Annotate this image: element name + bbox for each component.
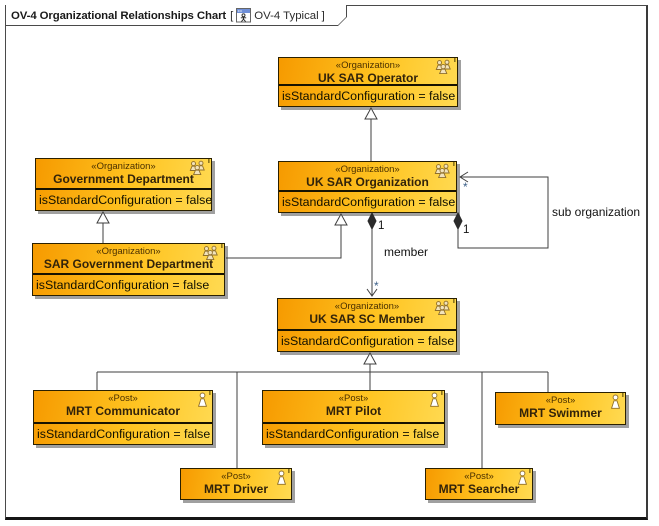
stereotype-label: «Organization»	[335, 164, 400, 175]
diagram-title-text: OV-4 Organizational Relationships Chart …	[11, 5, 351, 26]
icon-type-badge: T	[451, 162, 456, 168]
person-icon: T	[196, 391, 212, 412]
stereotype-label: «Post»	[545, 395, 576, 406]
node-header: «Organization» UK SAR SC Member T	[278, 299, 456, 329]
attribute-label: isStandardConfiguration = false	[278, 329, 456, 351]
diagram-title: OV-4 Organizational Relationships Chart	[11, 9, 227, 22]
node-header: «Organization» Government Department T	[36, 159, 211, 188]
member-part-multiplicity[interactable]: *	[374, 279, 379, 293]
node-header: «Post» MRT Communicator T	[34, 391, 212, 422]
attribute-label: isStandardConfiguration = false	[36, 188, 211, 210]
icon-type-badge: T	[286, 469, 291, 475]
node-mrt-swimmer[interactable]: «Post» MRT Swimmer T	[495, 392, 626, 425]
node-name: UK SAR SC Member	[309, 312, 425, 326]
stereotype-label: «Post»	[108, 393, 138, 404]
person-icon: T	[428, 391, 444, 412]
diagram-context: [ OV-4 Typical ]	[230, 8, 325, 23]
organization-group-icon: T	[434, 58, 457, 79]
diagram-context-name: OV-4 Typical	[254, 9, 319, 22]
node-mrt-pilot[interactable]: «Post» MRT Pilot T isStandardConfigurati…	[262, 390, 445, 445]
organization-group-icon: T	[188, 159, 211, 180]
icon-type-badge: T	[451, 299, 456, 305]
node-name: MRT Swimmer	[519, 406, 602, 420]
node-mrt-communicator[interactable]: «Post» MRT Communicator T isStandardConf…	[33, 390, 213, 445]
person-icon: T	[609, 393, 625, 414]
icon-type-badge: T	[219, 244, 224, 250]
node-name: Government Department	[53, 172, 194, 186]
icon-type-badge: T	[207, 391, 212, 397]
node-name: MRT Communicator	[66, 404, 180, 418]
sub-organization-part-multiplicity[interactable]: *	[463, 180, 468, 194]
attribute-label: isStandardConfiguration = false	[33, 273, 224, 295]
attribute-label: isStandardConfiguration = false	[34, 422, 212, 444]
close-bracket: ]	[321, 9, 325, 22]
stereotype-label: «Organization»	[335, 60, 401, 71]
icon-type-badge: T	[206, 159, 211, 165]
sub-organization-whole-multiplicity[interactable]: 1	[463, 224, 470, 236]
attribute-label: isStandardConfiguration = false	[279, 84, 457, 106]
node-header: «Post» MRT Searcher T	[426, 469, 532, 499]
node-uk-sar-sc-member[interactable]: «Organization» UK SAR SC Member T isStan…	[277, 298, 457, 352]
node-header: «Post» MRT Pilot T	[263, 391, 444, 422]
node-name: UK SAR Operator	[317, 71, 418, 84]
node-mrt-searcher[interactable]: «Post» MRT Searcher T	[425, 468, 533, 500]
stereotype-label: «Organization»	[91, 161, 156, 172]
node-header: «Organization» UK SAR Operator T	[279, 58, 457, 84]
stereotype-label: «Post»	[338, 393, 369, 404]
icon-type-badge: T	[439, 391, 444, 397]
node-name: MRT Driver	[203, 482, 268, 496]
member-whole-multiplicity[interactable]: 1	[378, 220, 385, 232]
node-header: «Organization» SAR Government Department…	[33, 244, 224, 273]
node-header: «Post» MRT Driver T	[181, 469, 291, 499]
node-name: MRT Pilot	[325, 404, 382, 418]
diagram-title-tab[interactable]	[5, 5, 347, 26]
node-government-department[interactable]: «Organization» Government Department T i…	[35, 158, 212, 211]
node-uk-sar-organization[interactable]: «Organization» UK SAR Organization T isS…	[278, 161, 457, 213]
stereotype-label: «Organization»	[334, 301, 400, 312]
node-name: UK SAR Organization	[306, 175, 429, 189]
stereotype-label: «Organization»	[96, 246, 161, 257]
sub-organization-label[interactable]: sub organization	[552, 205, 641, 219]
person-icon: T	[275, 469, 291, 490]
node-sar-government-department[interactable]: «Organization» SAR Government Department…	[32, 243, 225, 296]
icon-type-badge: T	[452, 58, 457, 64]
organization-group-icon: T	[201, 244, 224, 265]
icon-type-badge: T	[620, 393, 625, 399]
stereotype-label: «Post»	[221, 471, 251, 482]
organization-group-icon: T	[433, 162, 456, 183]
node-name: MRT Searcher	[438, 482, 520, 496]
person-icon: T	[516, 469, 532, 490]
attribute-label: isStandardConfiguration = false	[279, 190, 456, 212]
node-uk-sar-operator[interactable]: «Organization» UK SAR Operator T isStand…	[278, 57, 458, 107]
node-header: «Post» MRT Swimmer T	[496, 393, 625, 424]
node-name: SAR Government Department	[43, 257, 214, 271]
organization-group-icon: T	[433, 299, 456, 320]
attribute-label: isStandardConfiguration = false	[263, 422, 444, 444]
stereotype-label: «Post»	[464, 471, 494, 482]
open-bracket: [	[230, 9, 234, 22]
node-mrt-driver[interactable]: «Post» MRT Driver T	[180, 468, 292, 500]
icon-type-badge: T	[527, 469, 532, 475]
member-label[interactable]: member	[384, 245, 429, 259]
node-header: «Organization» UK SAR Organization T	[279, 162, 456, 190]
ov4-diagram-icon	[236, 8, 252, 23]
